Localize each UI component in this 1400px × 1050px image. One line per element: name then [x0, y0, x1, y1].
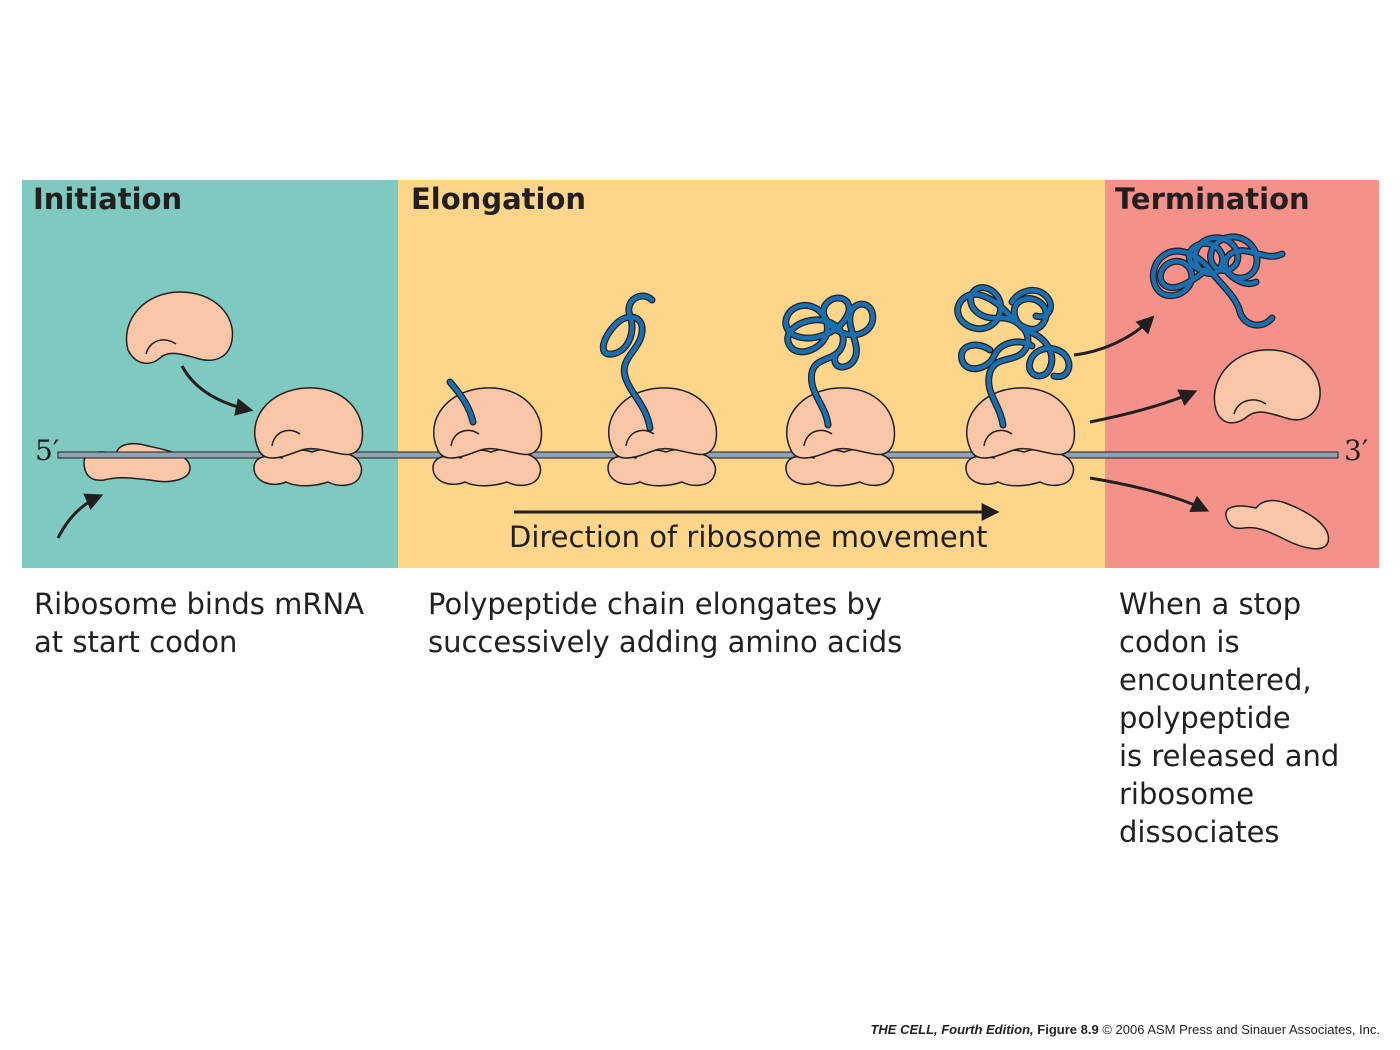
polypeptide-chain-medium: [599, 292, 656, 432]
elongation-caption: Polypeptide chain elongates by successiv…: [428, 587, 903, 659]
subunit-fold: [983, 429, 1013, 447]
elongation-panel: [398, 180, 1105, 568]
figure-credit: THE CELL, Fourth Edition, Figure 8.9 © 2…: [870, 1022, 1380, 1037]
polypeptide-chain-long: [782, 294, 877, 429]
small-subunit-arrow: [56, 493, 104, 539]
elongation-title: Elongation: [411, 182, 587, 216]
subunit-fold: [803, 429, 833, 447]
released-large-subunit: [1213, 349, 1321, 424]
initiation-caption: Ribosome binds mRNA at start codon: [34, 587, 365, 659]
subunit-fold: [450, 429, 480, 447]
subunit-fold: [625, 429, 655, 447]
subunit-binding-arrow: [180, 365, 254, 416]
direction-label: Direction of ribosome movement: [509, 520, 988, 554]
polypeptide-release-arrow: [1073, 315, 1155, 357]
subunit-fold: [271, 429, 301, 447]
ribosome-elongation-1: [432, 387, 543, 487]
five-prime-label: 5′: [35, 434, 60, 467]
three-prime-label: 3′: [1344, 434, 1369, 467]
large-subunit: [432, 387, 543, 459]
large-subunit-release-arrow: [1089, 389, 1198, 424]
small-subunit-release-arrow: [1089, 476, 1210, 513]
ribosome-elongation-4: [965, 387, 1076, 487]
credit-copyright: © 2006 ASM Press and Sinauer Associates,…: [1102, 1022, 1380, 1037]
released-small-subunit: [1225, 499, 1330, 550]
large-subunit: [607, 387, 718, 459]
polypeptide-chain-longest: [954, 284, 1073, 429]
ribosome-elongation-3: [785, 387, 896, 487]
termination-title: Termination: [1115, 182, 1310, 216]
termination-caption: When a stop codon is encountered, polype…: [1119, 587, 1340, 849]
large-subunit: [253, 387, 364, 459]
credit-book: THE CELL, Fourth Edition,: [870, 1022, 1034, 1037]
credit-figure: Figure 8.9: [1037, 1022, 1099, 1037]
polypeptide-chain-short: [446, 378, 477, 426]
initiation-title: Initiation: [33, 182, 183, 216]
ribosome-elongation-2: [607, 387, 718, 487]
free-large-subunit: [125, 291, 234, 364]
released-polypeptide: [1149, 233, 1286, 329]
large-subunit: [785, 387, 896, 459]
ribosome-initiation: [253, 387, 364, 487]
